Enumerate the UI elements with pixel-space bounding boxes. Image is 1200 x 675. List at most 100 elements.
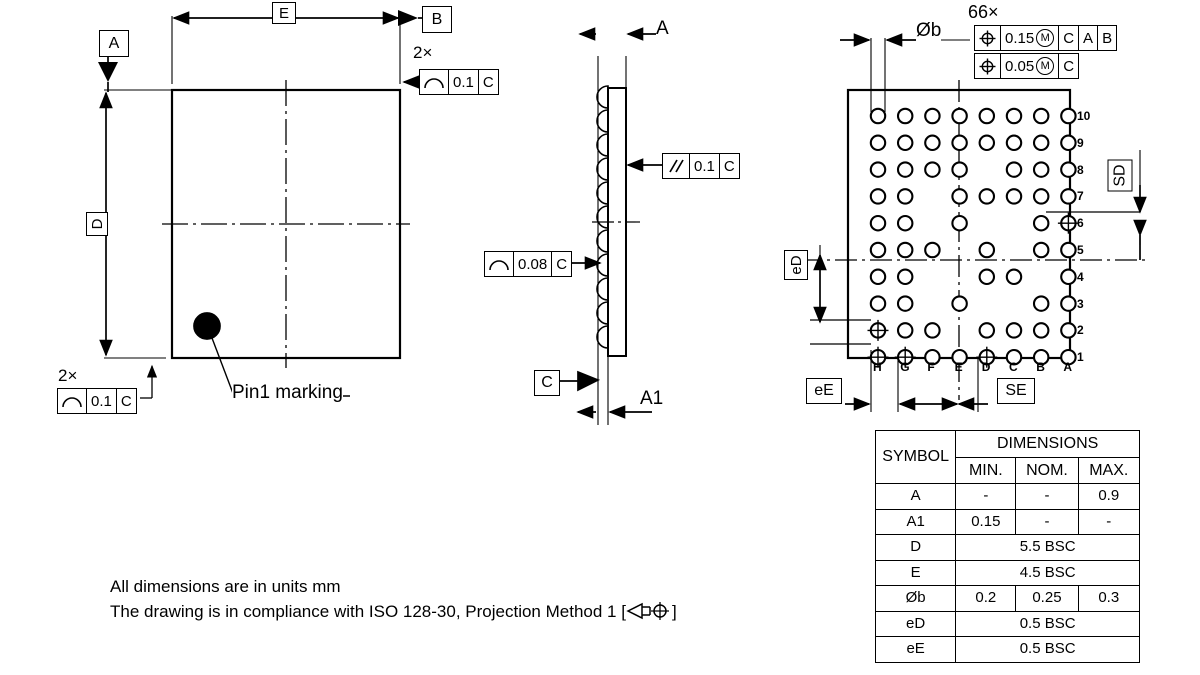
ball-column-label-B: B [1036, 360, 1045, 374]
pin1-marking-label: Pin1 marking [232, 382, 343, 404]
ball-A6 [1057, 212, 1079, 234]
bottom-fcf-1-datum-a: A [1079, 26, 1099, 50]
ball-target-leaders [810, 211, 1140, 345]
ball-count-label: 66× [968, 2, 999, 23]
ball-D1 [976, 346, 998, 368]
ball-B8 [1032, 161, 1050, 178]
parallelism-icon [663, 154, 690, 178]
note-line-2-close: ] [671, 601, 677, 621]
ball-F8 [924, 161, 941, 178]
header-dimensions: DIMENSIONS [955, 430, 1140, 458]
table-cell-value: 5.5 BSC [955, 534, 1140, 561]
side-fcf-profile-tolerance: 0.08 [514, 252, 553, 276]
header-min: MIN. [955, 456, 1017, 485]
dimension-e-plan [171, 11, 401, 84]
pitch-ee-label: eE [806, 378, 842, 404]
datum-c-label-side: C [534, 370, 560, 396]
ball-H8 [869, 161, 887, 178]
ball-row-label-9: 9 [1077, 135, 1084, 150]
table-cell-nom: 0.25 [1015, 585, 1079, 612]
side-fcf-parallelism-tolerance: 0.1 [690, 154, 720, 178]
ball-B1 [1032, 348, 1050, 366]
datum-a-label: A [99, 30, 129, 57]
ball-B10 [1032, 107, 1050, 125]
ball-G3 [896, 295, 914, 312]
ball-H3 [869, 295, 887, 312]
table-cell-min: - [955, 483, 1017, 510]
plan-fcf-bottom-leader [140, 364, 158, 399]
table-cell-min: 0.2 [955, 585, 1017, 612]
bottom-fcf-1-tol-value: 0.15 [1005, 29, 1035, 47]
datum-b-leader [398, 10, 424, 26]
ball-A4 [1060, 268, 1077, 286]
header-symbol: SYMBOL [874, 429, 957, 485]
plan-fcf-top: 0.1 C [419, 69, 499, 95]
ball-F10 [924, 107, 941, 125]
note-line-2: The drawing is in compliance with ISO 12… [110, 600, 677, 625]
ball-H6 [869, 214, 887, 232]
ball-E7 [951, 188, 968, 205]
ball-E1 [951, 348, 968, 366]
ball-B2 [1032, 322, 1050, 339]
table-header-row: SYMBOL DIMENSIONS [874, 429, 1140, 485]
table-cell-symbol: eD [874, 610, 957, 638]
ball-H4 [869, 268, 887, 286]
ball-G2 [896, 322, 914, 339]
dimension-a1-label-side: A1 [640, 388, 664, 410]
side-fcf-profile-datum: C [556, 255, 568, 273]
ball-E6 [951, 214, 968, 232]
plan-bottom-multiplier: 2× [58, 366, 78, 386]
mmc-modifier-icon: M [1036, 57, 1055, 75]
note-line-1: All dimensions are in units mm [110, 577, 341, 596]
side-fcf-profile: 0.08 C [484, 251, 573, 277]
plan-fcf-top-datum: C [482, 73, 494, 91]
ball-D5 [978, 241, 996, 259]
plan-fcf-top-tolerance: 0.1 [449, 70, 479, 94]
ball-C7 [1005, 188, 1023, 205]
dimension-se [898, 358, 988, 412]
span-sd-label: SD [1107, 159, 1133, 192]
header-max: MAX. [1077, 456, 1140, 485]
table-cell-max: 0.9 [1077, 483, 1140, 510]
table-cell-value: 4.5 BSC [955, 559, 1140, 587]
dimension-e-label: E [272, 2, 296, 24]
ball-D10 [978, 107, 996, 125]
ball-G5 [896, 241, 914, 259]
profile-of-surface-icon [420, 70, 449, 94]
pitch-ed-label: eD [784, 250, 808, 280]
bottom-fcf-2-tol-value: 0.05 [1005, 57, 1035, 75]
ball-D7 [978, 188, 996, 205]
table-row: A--0.9 [874, 483, 1140, 510]
profile-of-surface-icon [485, 252, 514, 276]
table-cell-symbol: A1 [874, 508, 957, 536]
table-cell-symbol: eE [874, 636, 957, 663]
ball-H7 [869, 188, 887, 205]
ball-column-label-G: G [900, 360, 910, 374]
ball-row-label-7: 7 [1077, 189, 1084, 204]
ball-row-label-1: 1 [1077, 350, 1084, 365]
ball-E10 [951, 107, 968, 125]
table-cell-min: 0.15 [955, 508, 1017, 536]
table-cell-symbol: E [874, 559, 957, 587]
plan-fcf-bottom: 0.1 C [57, 388, 137, 414]
table-cell-max: - [1077, 508, 1140, 536]
ball-diameter-label: Øb [916, 20, 942, 42]
position-icon [975, 54, 1001, 78]
ball-D9 [978, 134, 996, 152]
ball-H5 [869, 241, 887, 259]
bottom-fcf-position-1: 0.15 M C A B [974, 25, 1118, 51]
bottom-fcf-2-datum-c: C [1063, 57, 1075, 75]
profile-of-surface-icon [58, 389, 87, 413]
datum-b-label: B [422, 6, 452, 33]
plan-fcf-bottom-tolerance: 0.1 [87, 389, 117, 413]
ball-G9 [896, 134, 914, 152]
pin1-marking-dot [193, 312, 221, 340]
side-fcf-parallelism: 0.1 C [662, 153, 740, 179]
ball-G8 [896, 161, 914, 178]
bottom-fcf-2-tolerance: 0.05 M [1001, 54, 1060, 78]
